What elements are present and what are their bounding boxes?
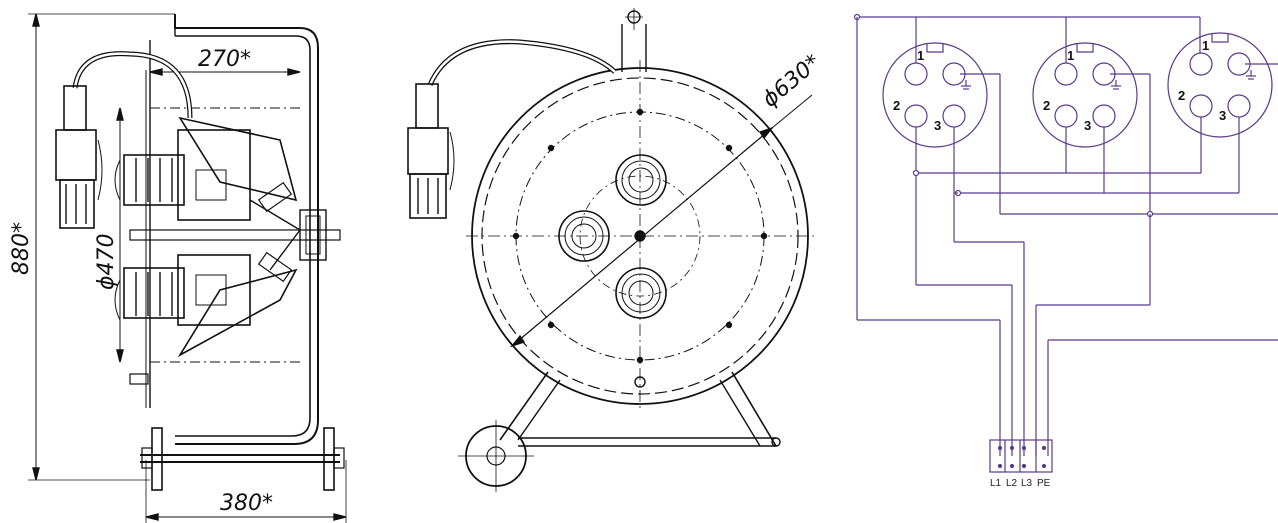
pin-label-1: 1 [917,48,924,63]
height-dimension: 880* [9,222,34,275]
pin-label-3: 3 [1219,108,1226,123]
ground-icons [961,70,1256,90]
ground-icon [1246,70,1256,80]
terminal-label-pe: PE [1037,478,1051,489]
terminal-label-l1: L1 [990,478,1002,489]
pin-label-3: 3 [934,118,941,133]
terminal-block [989,439,1053,473]
terminal-labels: L1 L2 L3 PE [990,478,1051,489]
pin-label-1: 1 [1067,48,1074,63]
pin-label-2: 2 [1178,88,1185,103]
wiring-socket-1 [882,17,1001,285]
drum-socket-top [615,154,667,206]
terminal-label-l2: L2 [1006,478,1018,489]
drum-diameter-dimension: ϕ630* [758,50,826,113]
pin-label-2: 2 [1043,98,1050,113]
top-width-dimension: 270* [198,47,251,72]
pin-labels: 1 2 3 1 2 3 1 2 3 [893,38,1226,133]
front-plug [407,83,455,219]
ground-icon [1111,80,1121,90]
ground-icon [961,80,971,90]
wiring-socket-2 [1032,17,1151,214]
pin-label-3: 3 [1084,118,1091,133]
wiring-socket-3 [1167,17,1278,193]
side-view [28,13,347,523]
front-view [407,8,818,492]
upper-socket [114,116,298,221]
side-view-labels: 880* ϕ470 270* 380* [9,47,273,516]
pin-label-2: 2 [893,98,900,113]
wiring-diagram [853,13,1278,473]
pin-label-1: 1 [1202,38,1209,53]
lower-socket [114,254,298,358]
terminal-label-l3: L3 [1021,478,1033,489]
drum-socket-bottom [615,267,667,319]
drum-socket-left [558,210,610,262]
bottom-width-dimension: 380* [220,491,273,516]
plug [55,85,103,229]
inner-diameter-dimension: ϕ470 [94,233,119,290]
